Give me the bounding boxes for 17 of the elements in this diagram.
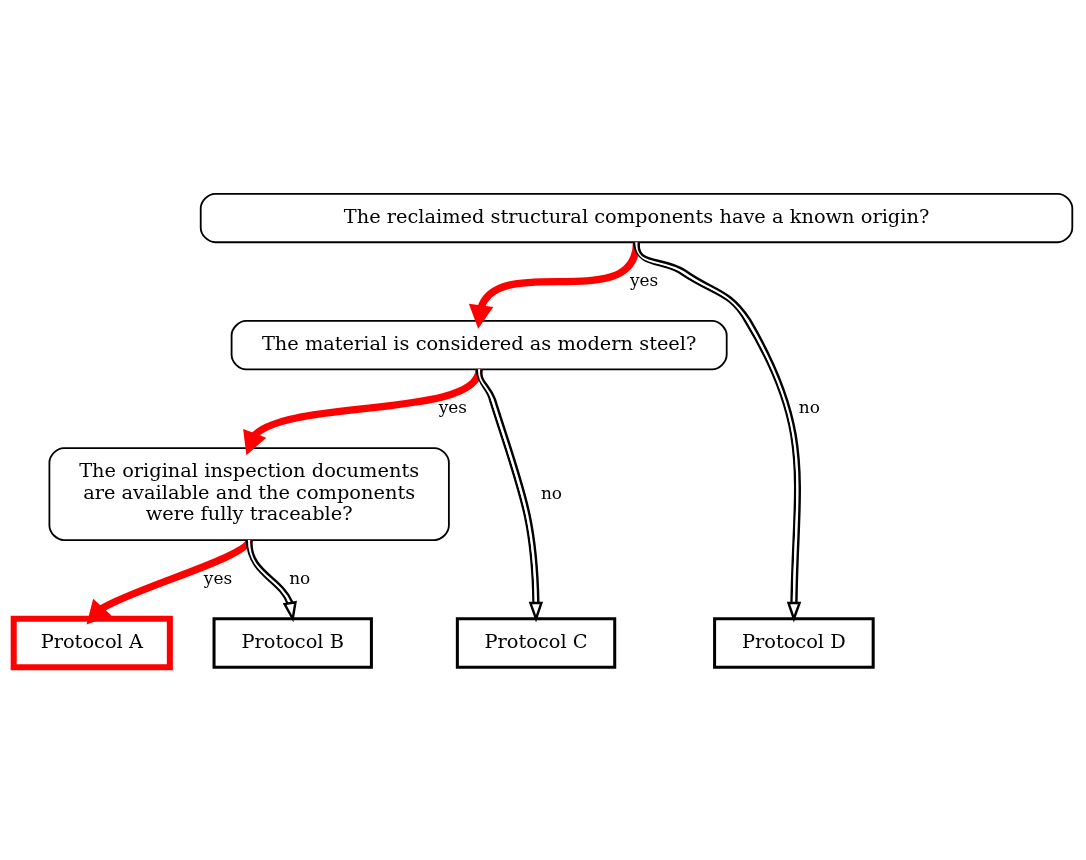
arrow bbox=[632, 241, 802, 622]
node-box: Protocol C bbox=[455, 616, 617, 669]
edge-label: yes bbox=[203, 567, 233, 588]
node-box: Protocol A bbox=[10, 615, 173, 670]
arrow bbox=[475, 368, 544, 622]
arrow bbox=[243, 367, 483, 455]
node-box: The material is considered as modern steel? bbox=[230, 319, 728, 370]
edge-label: yes bbox=[629, 269, 659, 290]
edge-label: no bbox=[289, 567, 311, 588]
edge-label: yes bbox=[438, 396, 467, 417]
arrow bbox=[245, 539, 297, 622]
edge-label: no bbox=[798, 396, 820, 417]
edge-label: no bbox=[540, 482, 563, 503]
node-box: Protocol B bbox=[212, 616, 373, 669]
node-box: Protocol D bbox=[713, 616, 875, 669]
node-box: The original inspection documents are available and the components were fully traceable? bbox=[48, 446, 450, 541]
node-box: The reclaimed structural components have a known origin? bbox=[199, 192, 1074, 243]
